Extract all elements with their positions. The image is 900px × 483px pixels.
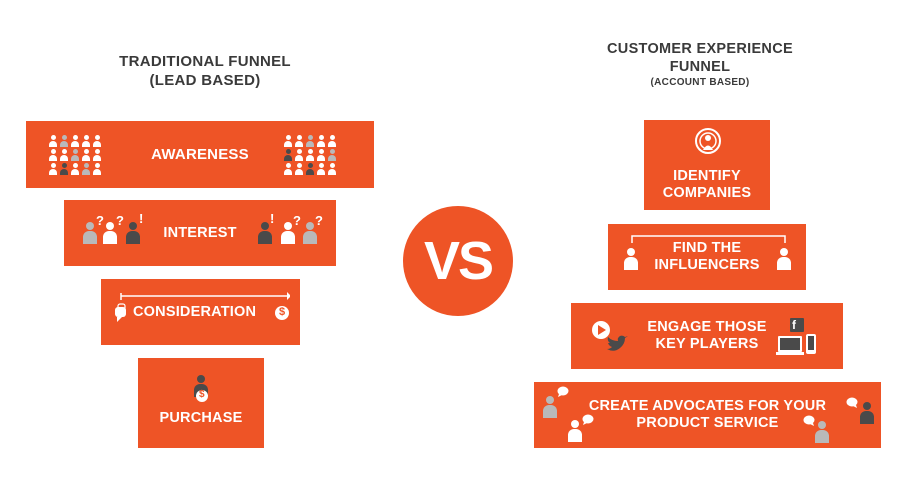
dollar-coin-icon <box>275 306 289 320</box>
engage-key-players-label: ENGAGE THOSE KEY PLAYERS <box>647 319 767 352</box>
question-mark-icon: ? <box>96 213 104 228</box>
engage-key-players-stage: ENGAGE THOSE KEY PLAYERS <box>571 303 843 369</box>
target-person-icon <box>695 128 721 154</box>
advocate-person-icon <box>815 421 829 443</box>
speech-bubble-icon <box>557 386 569 397</box>
purchase-stage: PURCHASE <box>138 358 264 448</box>
cx-funnel-title-line1: CUSTOMER EXPERIENCE <box>607 41 793 57</box>
find-influencers-label: FIND THE INFLUENCERS <box>654 240 760 273</box>
find-influencers-stage: FIND THE INFLUENCERS <box>608 224 806 290</box>
consideration-timeline-icon <box>115 292 290 322</box>
traditional-funnel-subtitle: (LEAD BASED) <box>149 72 261 89</box>
devices-icon <box>776 318 816 355</box>
traditional-funnel-heading: TRADITIONAL FUNNEL (LEAD BASED) <box>90 52 320 90</box>
exclamation-mark-icon: ! <box>139 211 144 226</box>
curious-person-icon <box>303 222 317 244</box>
question-mark-icon: ? <box>116 213 124 228</box>
influencer-connection-line-icon <box>631 235 786 243</box>
speech-bubble-icon <box>803 415 815 426</box>
cx-funnel-subtitle: (ACCOUNT BASED) <box>650 77 750 88</box>
consideration-stage: CONSIDERATION <box>101 279 300 345</box>
curious-person-icon <box>281 222 295 244</box>
advocate-person-icon <box>543 396 557 418</box>
traditional-funnel-title: TRADITIONAL FUNNEL <box>119 53 291 70</box>
purchase-label: PURCHASE <box>159 410 243 426</box>
crowd-icon-left <box>48 135 102 175</box>
identify-companies-stage: IDENTIFY COMPANIES <box>644 120 770 210</box>
cx-funnel-title-line2: FUNNEL <box>669 59 731 75</box>
dollar-sign-icon: $ <box>199 389 205 400</box>
question-mark-icon: ? <box>293 213 301 228</box>
excited-person-icon <box>126 222 140 244</box>
advocate-person-icon <box>568 420 582 442</box>
speech-bubble-icon <box>582 414 594 425</box>
interest-label: INTEREST <box>163 225 237 241</box>
influencer-person-icon <box>624 248 638 270</box>
consideration-label: CONSIDERATION <box>133 304 257 320</box>
create-advocates-stage: CREATE ADVOCATES FOR YOUR PRODUCT SERVIC… <box>534 382 881 448</box>
twitter-bird-icon <box>607 335 628 351</box>
create-advocates-label: CREATE ADVOCATES FOR YOUR PRODUCT SERVIC… <box>588 398 827 431</box>
question-mark-icon: ? <box>315 213 323 228</box>
crowd-icon-right <box>283 135 337 175</box>
vs-badge: VS <box>403 206 513 316</box>
awareness-label: AWARENESS <box>151 146 249 163</box>
customer-experience-funnel-heading: CUSTOMER EXPERIENCE FUNNEL (ACCOUNT BASE… <box>590 40 810 89</box>
identify-companies-label: IDENTIFY COMPANIES <box>662 168 752 201</box>
exclamation-mark-icon: ! <box>270 211 275 226</box>
dollar-sign-icon: $ <box>279 306 286 318</box>
video-play-icon <box>592 321 610 339</box>
excited-person-icon <box>258 222 272 244</box>
speech-bubble-icon <box>846 397 858 408</box>
advocate-person-icon <box>860 402 874 424</box>
curious-person-icon <box>103 222 117 244</box>
dollar-coin-icon <box>196 390 208 402</box>
facebook-icon: f <box>792 318 796 332</box>
influencer-person-icon <box>777 248 791 270</box>
curious-person-icon <box>83 222 97 244</box>
